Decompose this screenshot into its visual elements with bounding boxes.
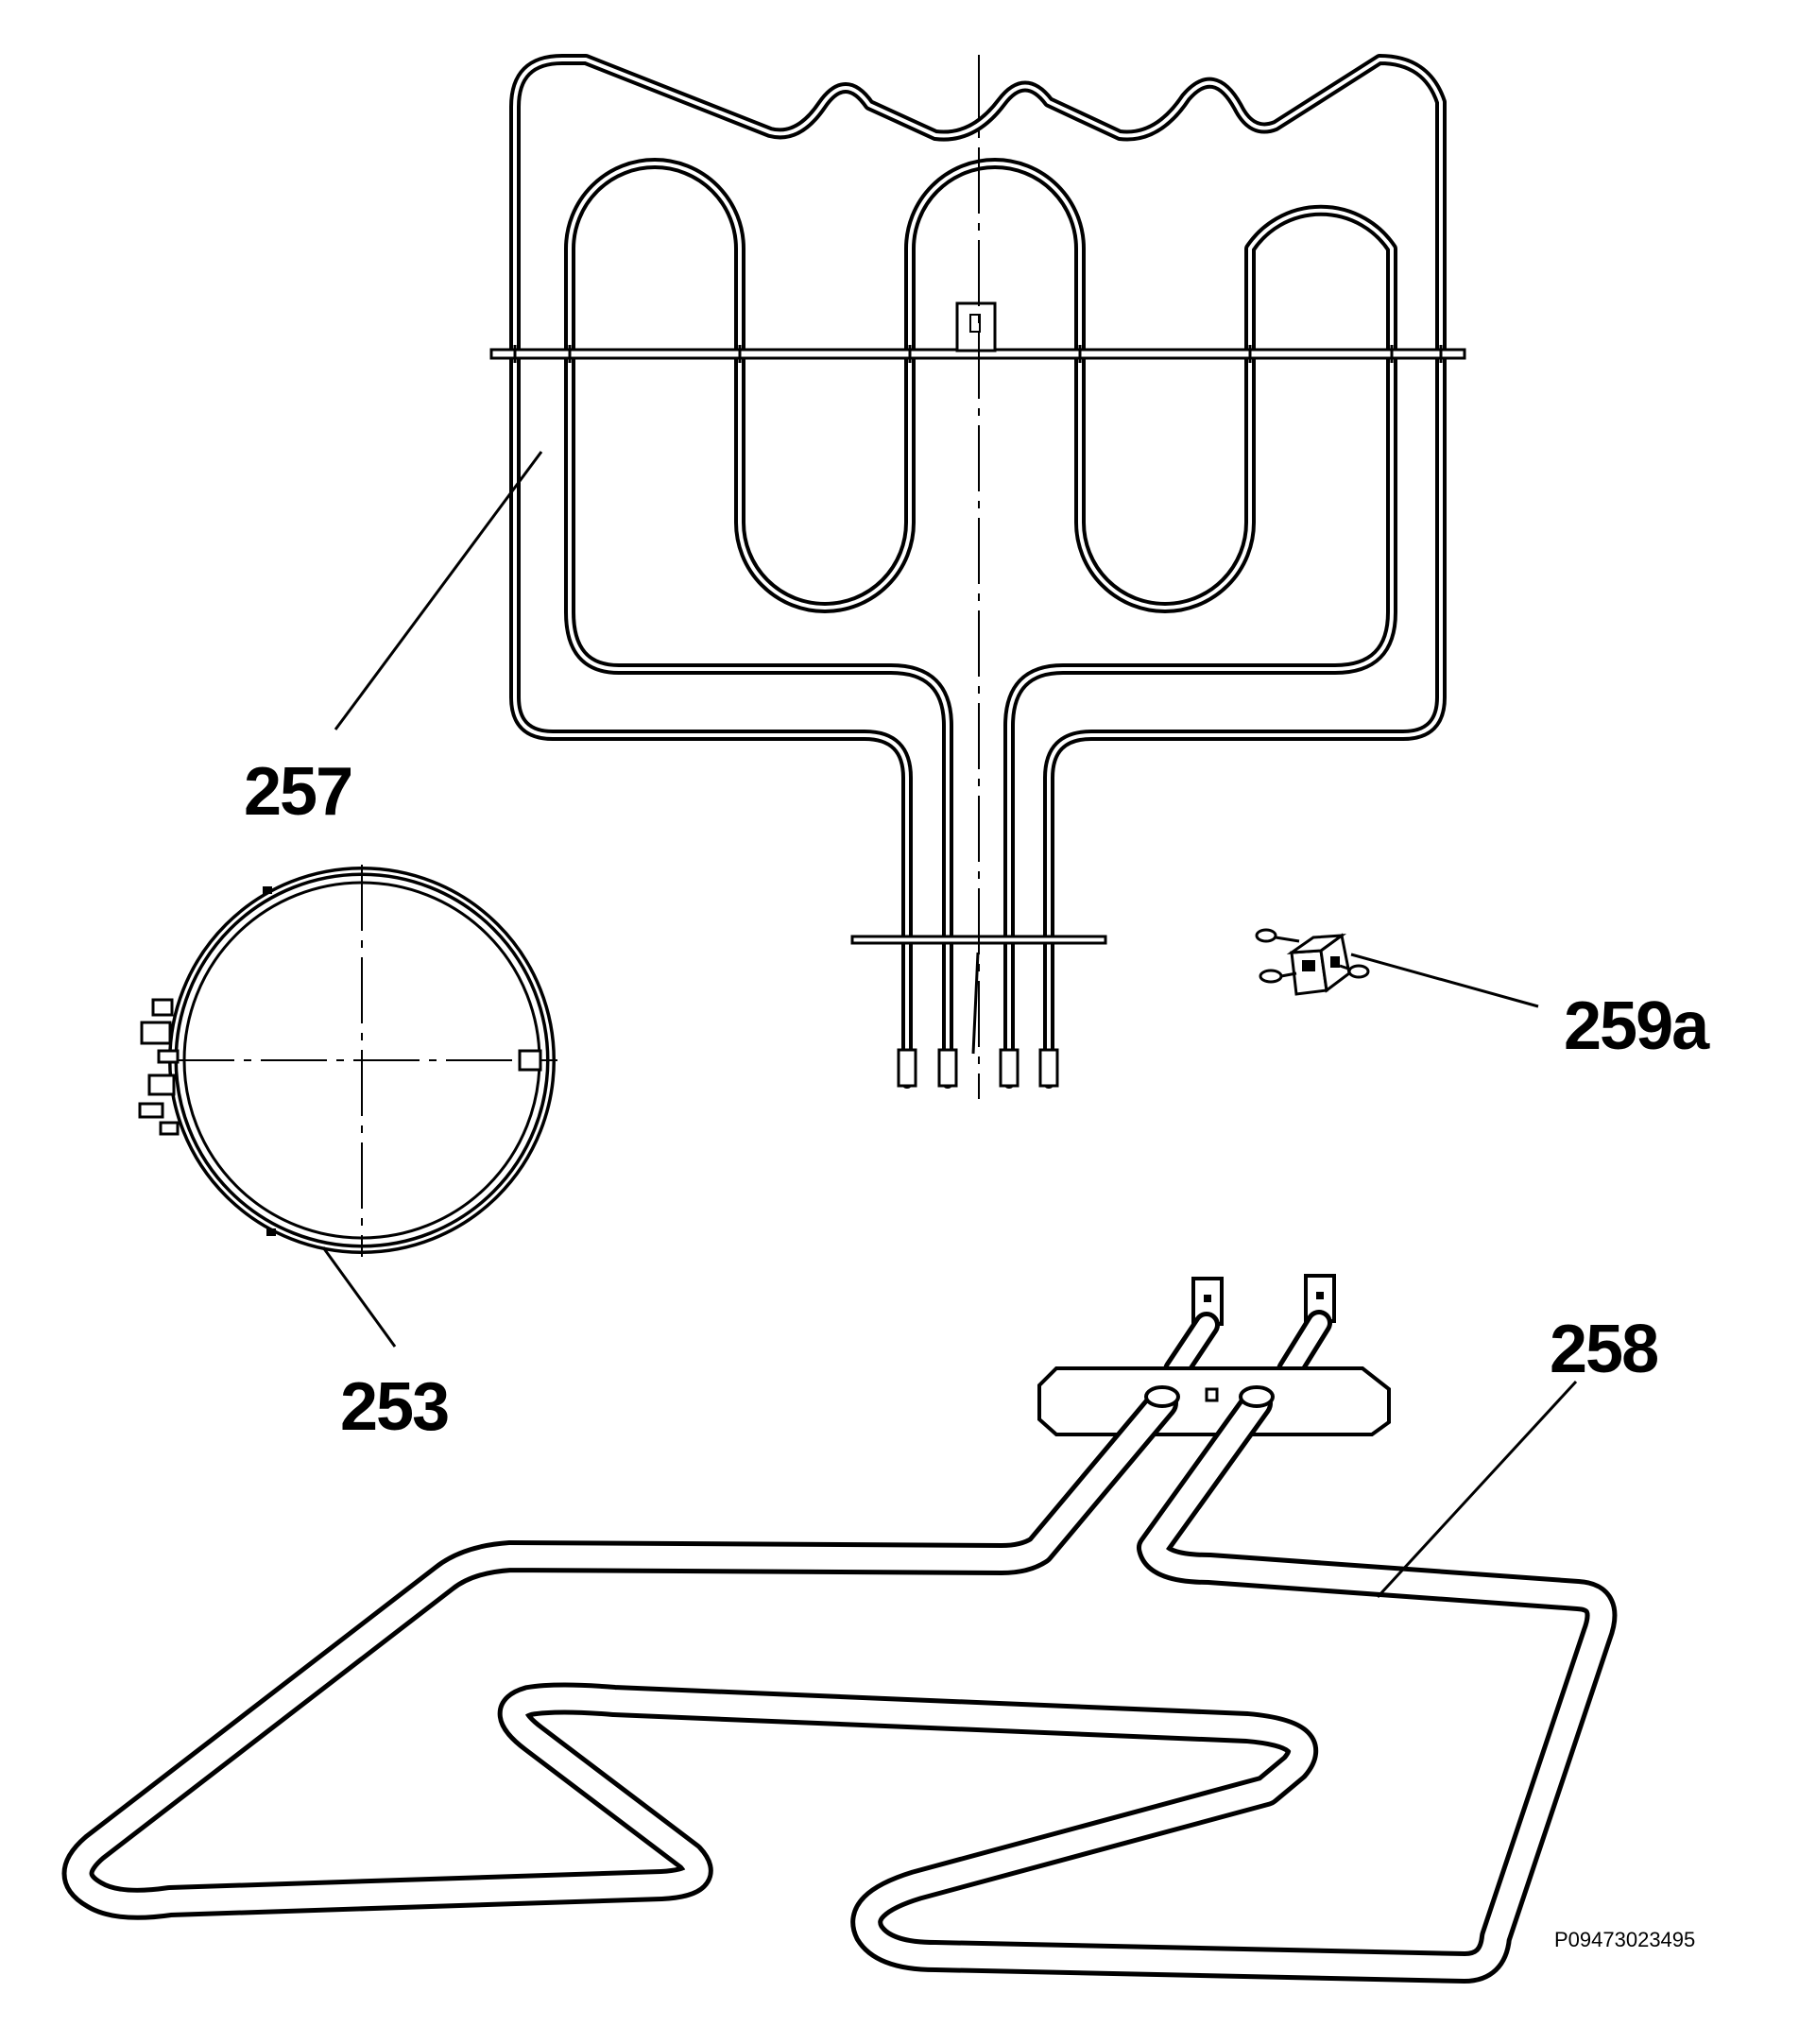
leader-253: [321, 1246, 397, 1348]
leader-258: [1376, 1380, 1578, 1599]
part-253-ring-element: [138, 865, 557, 1257]
callout-259a: 259a: [1564, 988, 1710, 1064]
part-258-bake-element: [61, 1274, 1618, 1984]
drawing-code: P09473023495: [1554, 1928, 1695, 1951]
terminals: [1163, 1274, 1336, 1383]
callout-253: 253: [340, 1369, 448, 1445]
leader-257: [334, 451, 543, 730]
callout-258: 258: [1550, 1312, 1657, 1387]
callout-257: 257: [244, 754, 351, 830]
part-259a-switch: [1255, 928, 1370, 996]
part-257-grill-element: [489, 54, 1466, 1099]
leader-259a: [1350, 953, 1539, 1008]
